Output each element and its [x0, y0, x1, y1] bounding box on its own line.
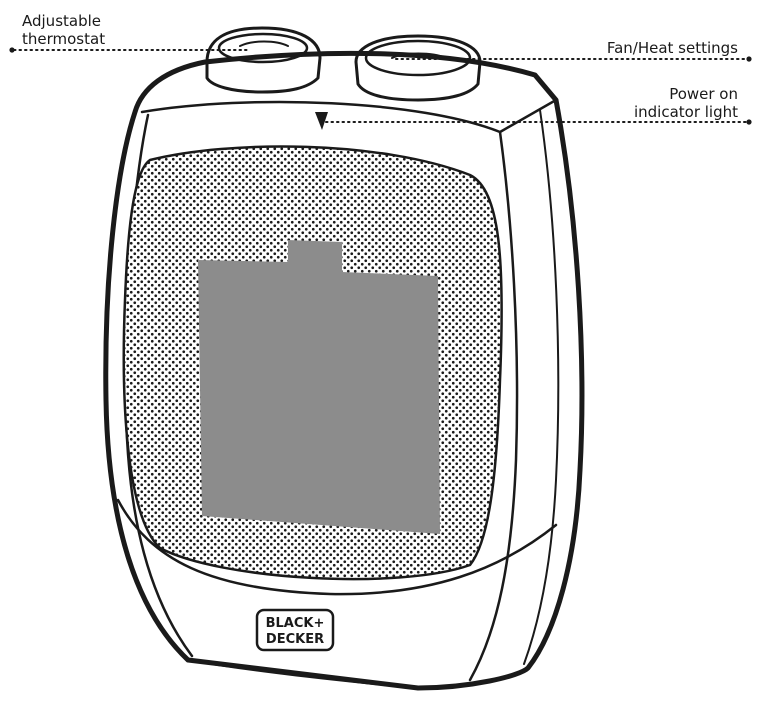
fan-heat-label: Fan/Heat settings [607, 39, 738, 57]
brand-logo-frame [255, 608, 335, 652]
side-panel-front-edge [468, 130, 519, 682]
thermostat-label-line2: thermostat [22, 30, 105, 48]
side-panel-inner-edge [523, 109, 560, 665]
heater-outer-shell [103, 50, 585, 691]
thermostat-knob-top [217, 32, 309, 64]
fan-heat-knob-top [364, 39, 472, 77]
fan-heat-knob-grip [391, 52, 447, 59]
heating-element [198, 240, 440, 534]
thermostat-knob[interactable] [205, 26, 322, 94]
power-light-label-line2: indicator light [634, 103, 738, 121]
brand-logo: BLACK+ DECKER [255, 608, 335, 652]
top-panel-seam [140, 98, 558, 134]
fan-heat-knob-base [354, 34, 482, 102]
front-grille [122, 145, 503, 581]
base-seam [116, 498, 558, 596]
thermostat-callout-dot [9, 47, 15, 53]
brand-logo-line1: BLACK+ [266, 616, 325, 631]
fan-heat-callout-dot [746, 56, 752, 62]
power-light-label-line1: Power on [669, 85, 738, 103]
thermostat-knob-base [205, 26, 322, 94]
thermostat-knob-grip [239, 40, 289, 47]
power-light-callout-dot [746, 119, 752, 125]
callout-lines [9, 47, 752, 125]
thermostat-label-line1: Adjustable [22, 12, 101, 30]
foot-line [188, 658, 420, 690]
power-indicator-light [315, 112, 328, 130]
fan-heat-knob[interactable] [354, 34, 482, 102]
brand-logo-line2: DECKER [266, 632, 324, 647]
